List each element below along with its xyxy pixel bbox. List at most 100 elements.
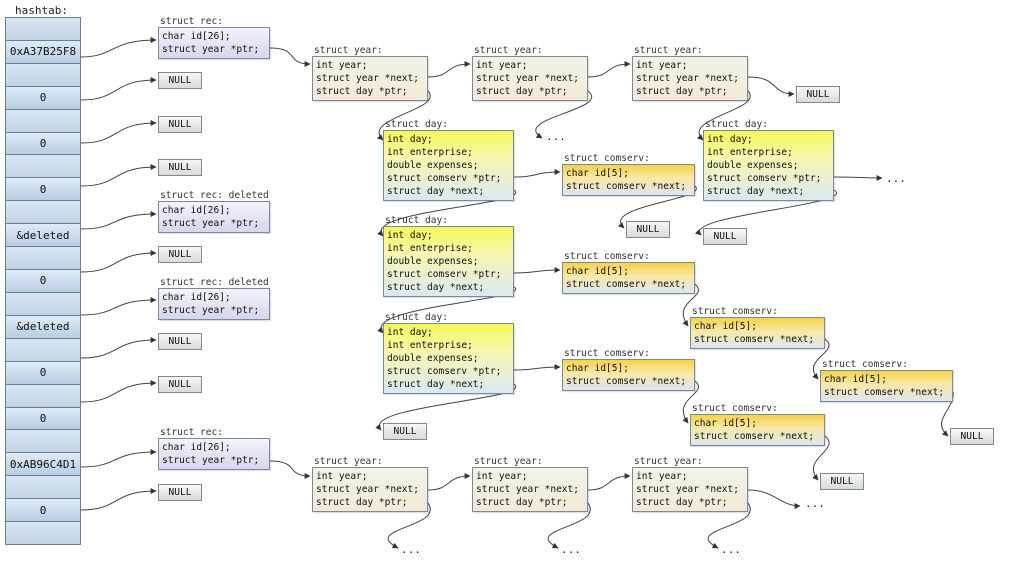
- day-node-field: struct comserv *ptr;: [387, 269, 502, 280]
- year-node-field: struct day *ptr;: [476, 497, 568, 508]
- day-node-field: struct comserv *ptr;: [387, 366, 502, 377]
- null-node: NULL: [158, 116, 202, 133]
- pointer-arrow: [80, 449, 157, 468]
- day-label: struct day:: [705, 119, 768, 130]
- null-node: NULL: [158, 333, 202, 350]
- comserv-node-field: struct comserv *next;: [566, 181, 687, 192]
- day-node-field: double expenses;: [387, 160, 479, 171]
- day-label: struct day:: [385, 215, 448, 226]
- day-node-field: struct day *next;: [707, 186, 805, 197]
- pointer-arrow: [80, 380, 157, 403]
- rec-deleted-node-field: char id[26];: [162, 292, 231, 303]
- ellipsis: ...: [805, 497, 825, 510]
- comserv-node-field: char id[5];: [694, 321, 757, 332]
- year-label: struct year:: [314, 456, 383, 467]
- day-node-field: int enterprise;: [387, 243, 473, 254]
- year-node-field: int year;: [636, 471, 688, 482]
- pointer-arrow: [269, 47, 311, 67]
- pointer-arrow: [80, 250, 157, 273]
- comserv-node-field: struct comserv *next;: [694, 334, 815, 345]
- day-node-field: int enterprise;: [387, 340, 473, 351]
- null-node: NULL: [158, 72, 202, 89]
- pointer-arrow: [513, 267, 561, 274]
- rec-node-field: char id[26];: [162, 442, 231, 453]
- ellipsis: ...: [886, 172, 906, 185]
- ellipsis: ...: [401, 543, 421, 556]
- year-node-field: struct year *next;: [636, 484, 739, 495]
- year-node-field: struct day *ptr;: [316, 86, 408, 97]
- year-node: int year;struct year *next;struct day *p…: [472, 56, 588, 101]
- comserv-node: char id[5]; struct comserv *next;: [562, 359, 695, 391]
- day-node: int day;int enterprise;double expenses;s…: [703, 130, 834, 201]
- pointer-arrow: [80, 164, 157, 187]
- rec-node: char id[26];struct year *ptr;: [158, 438, 270, 470]
- year-label: struct year:: [474, 456, 543, 467]
- rec-deleted-node-field: char id[26];: [162, 205, 231, 216]
- null-node: NULL: [158, 159, 202, 176]
- comserv-node-field: char id[5];: [566, 168, 629, 179]
- comserv-node-field: char id[5];: [566, 266, 629, 277]
- year-node-field: struct year *next;: [476, 73, 579, 84]
- rec-label: struct rec:: [160, 427, 223, 438]
- comserv-label: struct comserv:: [564, 348, 650, 359]
- null-node: NULL: [158, 246, 202, 263]
- null-node: NULL: [950, 428, 994, 445]
- null-node: NULL: [158, 376, 202, 393]
- year-node: int year;struct year *next;struct day *p…: [632, 56, 748, 101]
- comserv-node: char id[5];struct comserv *next;: [562, 262, 695, 294]
- pointer-arrow: [513, 364, 561, 371]
- pointer-arrow: [618, 185, 697, 229]
- pointer-arrow: [833, 174, 883, 181]
- pointer-arrow: [812, 338, 830, 380]
- day-node-field: int enterprise;: [387, 147, 473, 158]
- day-node-field: struct day *next;: [387, 379, 485, 390]
- pointer-arrow: [377, 90, 431, 141]
- comserv-label: struct comserv:: [692, 403, 778, 414]
- pointer-arrow: [80, 37, 157, 58]
- day-node-field: int day;: [707, 134, 753, 145]
- null-node: NULL: [796, 86, 840, 103]
- day-node: int day;int enterprise;double expenses;s…: [383, 130, 514, 201]
- null-node: NULL: [383, 423, 427, 440]
- pointer-arrow: [547, 502, 591, 549]
- day-node-field: double expenses;: [387, 353, 479, 364]
- year-node: int year;struct year *next;struct day *p…: [472, 467, 588, 512]
- year-node-field: struct day *ptr;: [636, 497, 728, 508]
- rec-deleted-label: struct rec: deleted: [160, 190, 269, 201]
- rec-deleted-node: char id[26];struct year *ptr;: [158, 201, 270, 233]
- comserv-node: char id[5]; struct comserv *next;: [562, 164, 695, 196]
- pointer-arrow: [80, 211, 157, 230]
- null-node: NULL: [820, 473, 864, 490]
- rec-node-field: char id[26];: [162, 31, 231, 42]
- pointer-arrow: [747, 76, 795, 97]
- day-label: struct day:: [385, 312, 448, 323]
- comserv-node: char id[5]; struct comserv *next;: [690, 317, 825, 349]
- day-node-field: int day;: [387, 230, 433, 241]
- pointer-arrow: [387, 502, 431, 549]
- year-node-field: struct year *next;: [636, 73, 739, 84]
- pointer-arrow: [80, 297, 157, 316]
- day-node: int day;int enterprise;double expenses;s…: [383, 323, 514, 394]
- rec-label: struct rec:: [160, 16, 223, 27]
- pointer-arrow: [587, 473, 631, 491]
- pointer-arrow: [682, 283, 699, 327]
- pointer-arrow: [80, 77, 157, 101]
- year-node-field: struct day *ptr;: [316, 497, 408, 508]
- year-node: int year;struct year *next;struct day *p…: [312, 56, 428, 101]
- year-node-field: struct day *ptr;: [476, 86, 568, 97]
- day-node-field: double expenses;: [387, 256, 479, 267]
- pointer-arrow: [80, 488, 157, 511]
- day-node-field: double expenses;: [707, 160, 799, 171]
- rec-node: char id[26];struct year *ptr;: [158, 27, 270, 59]
- comserv-label: struct comserv:: [822, 359, 908, 370]
- comserv-node-field: char id[5];: [566, 363, 629, 374]
- year-node: int year; struct year *next; struct day *p…: [632, 467, 748, 512]
- day-node-field: struct comserv *ptr;: [387, 173, 502, 184]
- ellipsis: ...: [546, 130, 566, 143]
- pointer-arrow: [80, 337, 157, 359]
- comserv-node-field: struct comserv *next;: [566, 376, 687, 387]
- year-node-field: int year;: [316, 60, 368, 71]
- rec-deleted-label: struct rec: deleted: [160, 277, 269, 288]
- comserv-node-field: char id[5];: [694, 418, 757, 429]
- comserv-label: struct comserv:: [692, 306, 778, 317]
